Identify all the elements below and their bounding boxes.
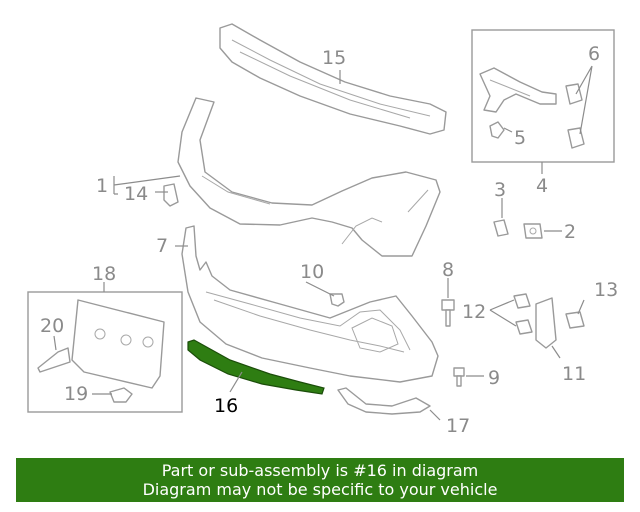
part-20-pin[interactable] <box>37 347 71 373</box>
footer-banner: Part or sub-assembly is #16 in diagram D… <box>16 458 624 502</box>
part-16-lower-trim[interactable] <box>187 339 325 395</box>
part-11-bracket[interactable] <box>535 297 557 349</box>
callout-20: 20 <box>40 315 64 337</box>
callout-19: 19 <box>64 383 88 405</box>
part-1-bumper-cover[interactable] <box>177 97 441 257</box>
part-7-lower-fascia[interactable] <box>181 225 439 383</box>
part-10-push-pin[interactable] <box>329 293 345 307</box>
callout-16: 16 <box>214 395 238 417</box>
callout-14: 14 <box>124 183 148 205</box>
part-9-bolt[interactable] <box>453 367 465 387</box>
part-17-molding[interactable] <box>337 387 431 415</box>
callout-labels: 15 1 14 7 10 16 17 6 5 4 3 2 8 12 13 11 … <box>40 43 618 437</box>
callout-9: 9 <box>488 367 500 389</box>
callout-15: 15 <box>322 47 346 69</box>
callout-13: 13 <box>594 279 618 301</box>
part-3-clip[interactable] <box>493 219 509 237</box>
callout-10: 10 <box>300 261 324 283</box>
part-2-nut[interactable] <box>523 223 543 239</box>
parts-diagram: 15 1 14 7 10 16 17 6 5 4 3 2 8 12 13 11 … <box>27 23 618 437</box>
part-19-screw[interactable] <box>109 387 133 403</box>
callout-3: 3 <box>494 179 506 201</box>
part-15-absorber[interactable] <box>219 23 447 135</box>
part-14-clip[interactable] <box>163 183 179 207</box>
part-4-bracket-group[interactable] <box>471 29 615 163</box>
callout-11: 11 <box>562 363 586 385</box>
callout-18: 18 <box>92 263 116 285</box>
callout-8: 8 <box>442 259 454 281</box>
callout-12: 12 <box>462 301 486 323</box>
callout-7: 7 <box>156 235 168 257</box>
callout-4: 4 <box>536 175 548 197</box>
callout-1: 1 <box>96 175 108 197</box>
part-8-bolt[interactable] <box>441 299 455 327</box>
callout-2: 2 <box>564 221 576 243</box>
callout-6: 6 <box>588 43 600 65</box>
part-12-clips[interactable] <box>513 293 533 335</box>
part-18-license-bracket[interactable] <box>27 291 183 413</box>
callout-5: 5 <box>514 127 526 149</box>
part-13-nut[interactable] <box>565 311 585 329</box>
callout-17: 17 <box>446 415 470 437</box>
footer-line-2: Diagram may not be specific to your vehi… <box>142 480 498 499</box>
footer-line-1: Part or sub-assembly is #16 in diagram <box>161 461 479 480</box>
leader-lines <box>53 65 593 421</box>
